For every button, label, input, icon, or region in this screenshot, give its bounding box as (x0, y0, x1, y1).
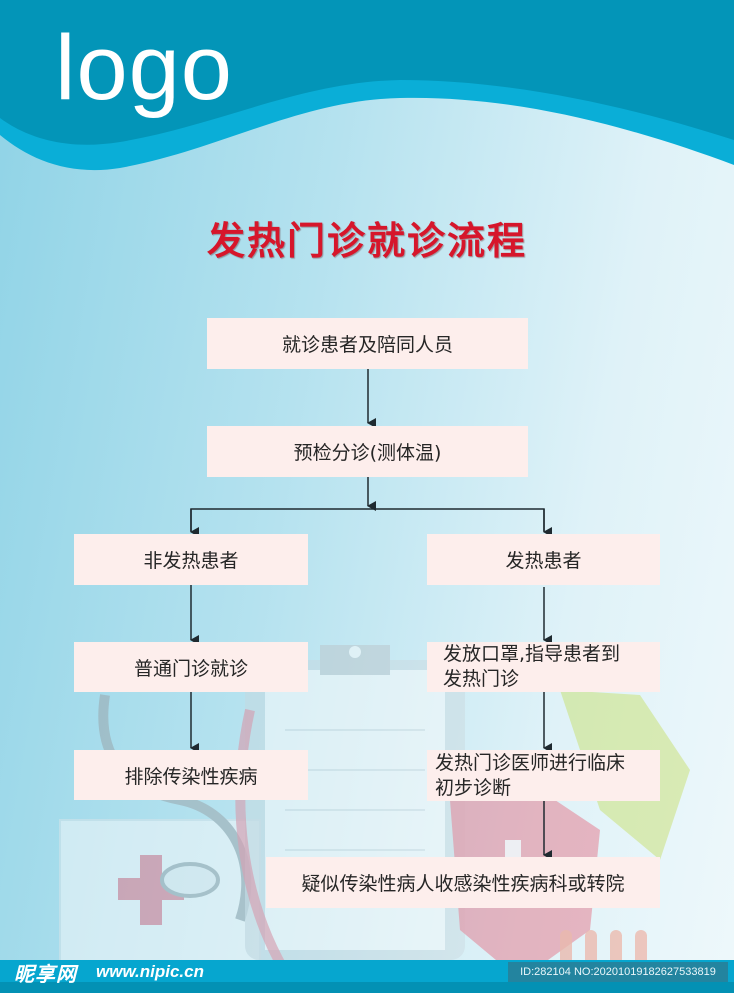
page-title: 发热门诊就诊流程 (206, 219, 527, 263)
watermark-id: ID:282104 NO:20201019182627533819 (508, 962, 728, 982)
flow-node-diagnose: 发热门诊医师进行临床 初步诊断 (427, 750, 660, 801)
logo: logo (55, 17, 233, 119)
flow-node-general-clinic: 普通门诊就诊 (74, 642, 308, 692)
watermark-site-name: 昵享网 (14, 962, 77, 986)
footer-bar-bottom (0, 982, 734, 993)
flow-node-mask: 发放口罩,指导患者到 发热门诊 (427, 642, 660, 692)
flow-node-label: 非发热患者 (143, 550, 239, 572)
header-wave (0, 0, 734, 171)
flow-node-label-line1: 发放口罩,指导患者到 (443, 643, 621, 665)
flow-node-label-line1: 发热门诊医师进行临床 (435, 751, 626, 774)
flow-node-non-fever: 非发热患者 (74, 534, 308, 585)
flow-node-label: 发热患者 (505, 550, 582, 572)
medical-illustration (59, 645, 690, 983)
flow-node-label: 排除传染性疾病 (124, 765, 258, 788)
flow-node-rule-out: 排除传染性疾病 (74, 750, 308, 800)
flow-node-label: 疑似传染性病人收感染性疾病科或转院 (301, 873, 625, 895)
flow-node-label: 就诊患者及陪同人员 (281, 334, 453, 356)
footer-bar (0, 960, 734, 982)
flow-node-suspected: 疑似传染性病人收感染性疾病科或转院 (266, 857, 660, 908)
watermark-url: www.nipic.cn (96, 962, 204, 981)
flow-node-label: 普通门诊就诊 (133, 657, 248, 680)
flow-node-label: 预检分诊(测体温) (293, 442, 442, 464)
flow-node-fever: 发热患者 (427, 534, 660, 585)
flow-node-label-line2: 初步诊断 (435, 776, 512, 799)
flow-node-label-line2: 发热门诊 (443, 668, 520, 690)
flow-node-start: 就诊患者及陪同人员 (207, 318, 528, 369)
flow-node-triage: 预检分诊(测体温) (207, 426, 528, 477)
